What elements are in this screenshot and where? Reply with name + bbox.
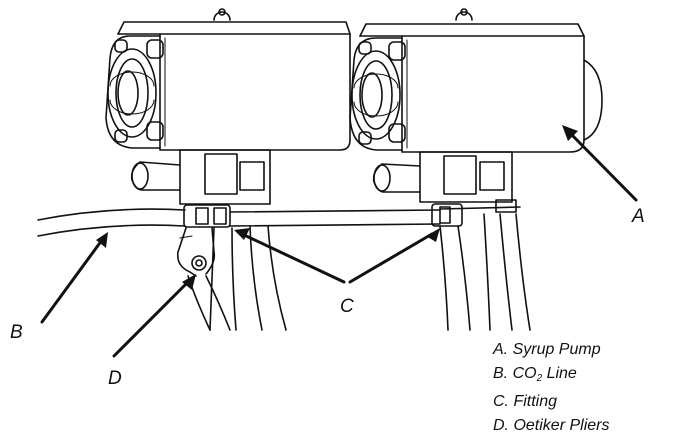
callout-c: C: [340, 296, 354, 317]
right-syrup-pump: [349, 8, 603, 203]
legend-item-d: D. Oetiker Pliers: [493, 414, 609, 438]
left-syrup-pump: [105, 8, 351, 205]
oetiker-pliers: [176, 227, 231, 331]
legend-text-b-prefix: B. CO: [493, 364, 537, 382]
legend-text-d: D. Oetiker Pliers: [493, 416, 610, 434]
legend-text-b-suffix: Line: [542, 364, 577, 382]
legend-item-a: A. Syrup Pump: [493, 338, 609, 362]
arrow-heads: [96, 125, 578, 290]
legend-text-b-subscript: 2: [536, 372, 543, 384]
legend: A. Syrup Pump B. CO2 Line C. Fitting D. …: [493, 338, 609, 437]
co2-line: [37, 206, 521, 237]
fittings: [183, 199, 517, 228]
legend-item-b: B. CO2 Line: [493, 362, 609, 391]
legend-text-c: C. Fitting: [493, 393, 558, 410]
legend-text-a: A. Syrup Pump: [493, 341, 601, 358]
callout-a: A: [632, 206, 645, 227]
legend-item-c: C. Fitting: [493, 390, 609, 414]
leader-arrows: [40, 131, 638, 358]
callout-d: D: [108, 368, 122, 389]
callout-b: B: [10, 322, 23, 343]
